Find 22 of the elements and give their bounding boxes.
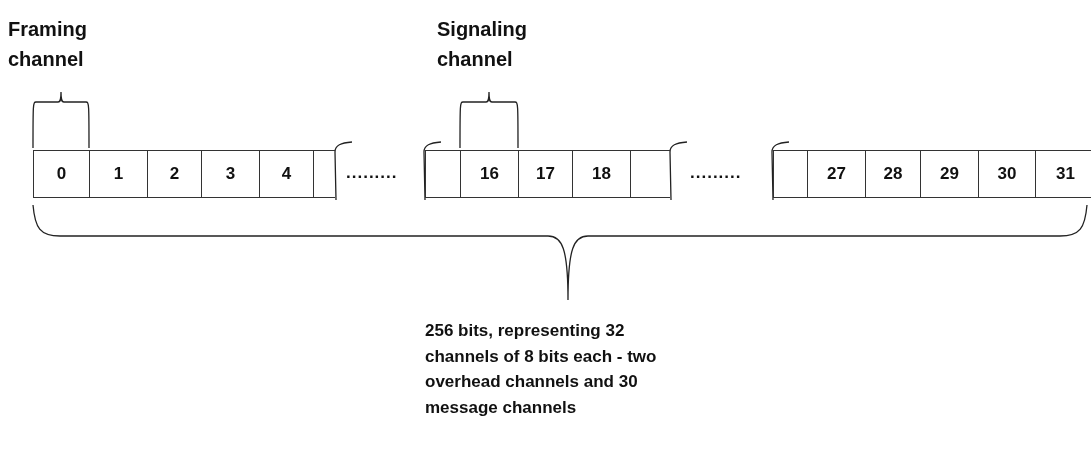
channel-cell: 3 (201, 150, 259, 198)
channel-cell: 16 (460, 150, 518, 198)
ellipsis-text: ......... (346, 162, 398, 184)
empty-cell (773, 150, 807, 198)
channel-label: Framing channel (8, 17, 88, 72)
empty-cell (630, 150, 670, 198)
channel-label: Signaling channel (437, 17, 528, 72)
channel-cell: 28 (865, 150, 920, 198)
empty-cell (313, 150, 335, 198)
channel-cell: 0 (33, 150, 89, 198)
channel-cell: 29 (920, 150, 978, 198)
channel-cell: 18 (572, 150, 630, 198)
empty-cell (425, 150, 460, 198)
channel-cell: 2 (147, 150, 201, 198)
channel-cell: 31 (1035, 150, 1091, 198)
ellipsis-text: ......... (690, 162, 742, 184)
channel-cell: 17 (518, 150, 572, 198)
channel-cell: 4 (259, 150, 313, 198)
description-text: 256 bits, representing 32 channels of 8 bits each - two overhead channels and 30 message channels (425, 320, 658, 419)
channel-cell: 27 (807, 150, 865, 198)
channel-cell: 1 (89, 150, 147, 198)
channel-cell: 30 (978, 150, 1035, 198)
